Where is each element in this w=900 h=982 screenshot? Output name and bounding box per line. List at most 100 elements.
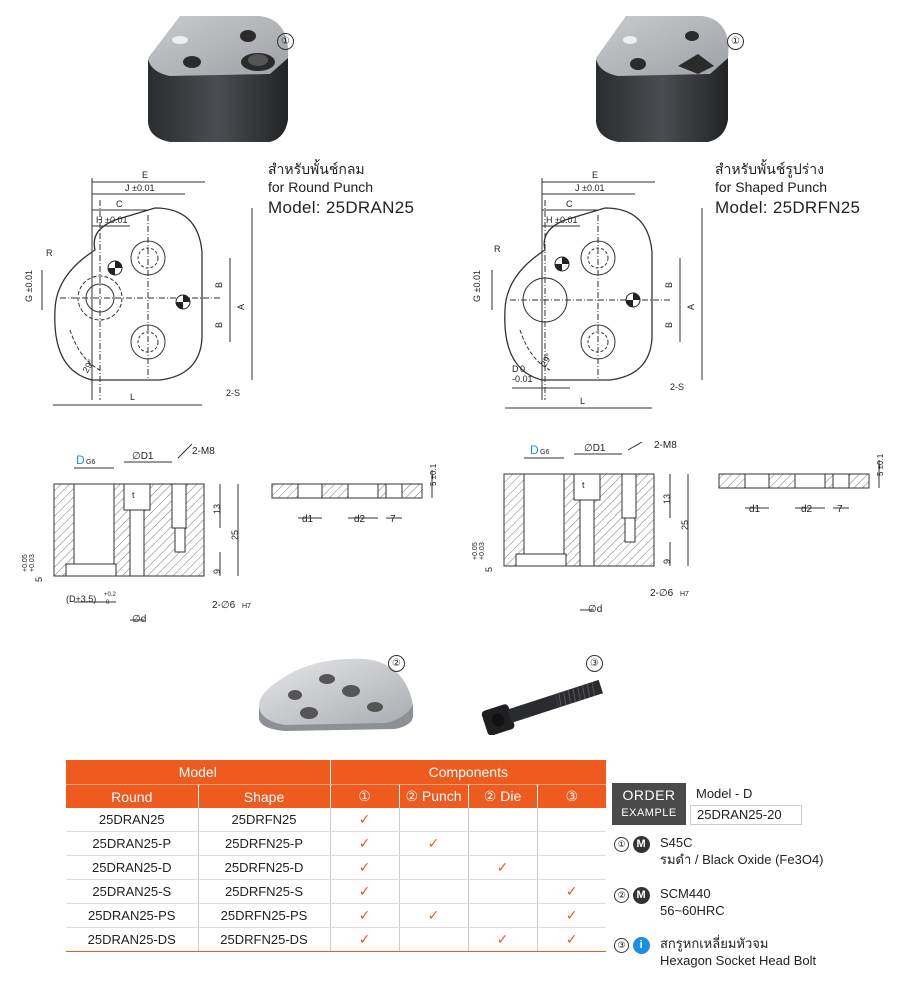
dim-G-r: G ±0.01 <box>472 270 482 302</box>
caption-shaped-th: สำหรับพั้นช์รูปร่าง <box>715 161 824 177</box>
material-3-line1: สกรูหกเหลี่ยมหัวจม <box>660 936 769 951</box>
dim-G6-r: G6 <box>540 449 549 456</box>
dim-7: 7 <box>390 514 396 525</box>
cell-round: 25DRAN25-P <box>66 831 199 856</box>
order-format: Model - D <box>696 786 753 801</box>
material-2: ② M SCM440 56~60HRC <box>614 885 725 918</box>
caption-round-en: for Round Punch <box>268 179 374 195</box>
dim-E-r: E <box>592 170 598 180</box>
dim-phid: ∅d <box>132 614 146 625</box>
dim-L-r: L <box>580 396 585 406</box>
order-example-label: ORDER EXAMPLE <box>612 783 686 825</box>
dim-angle-r: 29° <box>539 351 555 368</box>
dim-tol-top-r: +0.05 <box>472 542 479 560</box>
cell-c4: ✓ <box>537 903 607 928</box>
dim-G: G ±0.01 <box>24 270 34 302</box>
table-header-row-1: Model Components <box>66 760 607 785</box>
cell-round: 25DRAN25-D <box>66 855 199 880</box>
material-1-num: ① <box>614 837 629 852</box>
components-table: Model Components Round Shape ① ② Punch ②… <box>66 760 607 952</box>
cell-c2: ✓ <box>399 831 469 856</box>
dim-5-r: 5 <box>484 567 494 572</box>
check-icon: ✓ <box>427 907 440 923</box>
col-c4: ③ <box>537 784 607 808</box>
cell-c3 <box>468 879 538 904</box>
col-c2: ② Punch <box>399 784 469 808</box>
table-header-row-2: Round Shape ① ② Punch ② Die ③ <box>66 784 607 808</box>
bolt-image <box>481 679 603 735</box>
plate-section-round: d1 d2 7 5 ±0.1 <box>271 463 438 525</box>
dim-13: 13 <box>212 504 222 514</box>
dim-d1: d1 <box>302 514 314 525</box>
check-icon: ✓ <box>358 835 371 851</box>
material-2-line2: 56~60HRC <box>660 903 725 918</box>
dim-H7: H7 <box>242 603 251 610</box>
dim-d1-r: d1 <box>749 504 761 515</box>
cell-shape: 25DRFN25 <box>198 808 331 832</box>
dim-R: R <box>46 248 53 258</box>
dim-S: 2-S <box>226 388 240 398</box>
material-2-line1: SCM440 <box>660 886 711 901</box>
part-marker-2: ② <box>388 655 405 672</box>
part-marker-1-left: ① <box>277 33 294 50</box>
cell-round: 25DRAN25-PS <box>66 903 199 928</box>
cell-round: 25DRAN25-DS <box>66 927 199 952</box>
check-icon: ✓ <box>565 883 578 899</box>
order-example-value: 25DRAN25-20 <box>690 805 802 825</box>
dim-H-r: H ±0.01 <box>546 215 577 225</box>
dim-9: 9 <box>212 569 222 574</box>
header-model: Model <box>66 760 331 785</box>
dim-D-bot: -0.01 <box>512 374 533 384</box>
dim-L: L <box>130 392 135 402</box>
dim-cb-tol-top: +0.2 <box>104 592 117 598</box>
cell-shape: 25DRFN25-D <box>198 855 331 880</box>
holder-3d-shaped-image <box>596 16 729 142</box>
caption-round-th: สำหรับพั้นช์กลม <box>268 161 365 177</box>
material-1: ① M S45C รมดำ / Black Oxide (Fe3O4) <box>614 834 824 867</box>
dim-E: E <box>142 170 148 180</box>
dim-d2-r: d2 <box>801 504 813 515</box>
dim-5: 5 <box>34 577 44 582</box>
dim-pin: 2-∅6 <box>212 600 236 611</box>
dim-M8-r: 2-M8 <box>654 440 677 451</box>
cell-c4 <box>537 808 607 832</box>
plate-section-shaped: d1 d2 7 5 ±0.1 <box>718 453 885 515</box>
section-view-round: D G6 ∅D1 2-M8 t 13 25 9 +0.05 +0.03 5 (D… <box>22 443 251 625</box>
dim-H7-r: H7 <box>680 591 689 598</box>
section-view-shaped: D G6 ∅D1 2-M8 t 13 25 9 +0.05 +0.03 5 ∅d… <box>472 440 690 615</box>
material-badge-icon: M <box>632 887 650 904</box>
header-components: Components <box>330 760 607 785</box>
cell-c2: ✓ <box>399 903 469 928</box>
cell-c2 <box>399 808 469 832</box>
dim-D1-r: ∅D1 <box>584 443 606 454</box>
cell-c3 <box>468 808 538 832</box>
cell-c1: ✓ <box>330 831 400 856</box>
dim-plate-t-r: 5 ±0.1 <box>876 453 885 476</box>
caption-shaped-en: for Shaped Punch <box>715 179 828 195</box>
order-label-1: ORDER <box>622 787 676 803</box>
dim-D-blue-r: D <box>530 443 539 457</box>
dim-S-r: 2-S <box>670 382 684 392</box>
cell-shape: 25DRFN25-DS <box>198 927 331 952</box>
dim-B1-r: B <box>664 282 674 288</box>
plate-3d-image <box>258 658 414 731</box>
cell-round: 25DRAN25-S <box>66 879 199 904</box>
dim-25-r: 25 <box>680 520 690 530</box>
dim-d2: d2 <box>354 514 366 525</box>
cell-c3 <box>468 903 538 928</box>
check-icon: ✓ <box>496 859 509 875</box>
dim-D-top: 0 <box>520 364 525 374</box>
check-icon: ✓ <box>496 931 509 947</box>
dim-9-r: 9 <box>662 559 672 564</box>
dim-angle: 29° <box>81 357 97 374</box>
holder-3d-round-image <box>148 16 289 142</box>
material-badge-icon: M <box>632 836 650 853</box>
part-marker-1-right: ① <box>727 33 744 50</box>
check-icon: ✓ <box>358 907 371 923</box>
dim-tol-bot-r: +0.03 <box>479 542 486 560</box>
cell-c1: ✓ <box>330 879 400 904</box>
cell-c1: ✓ <box>330 903 400 928</box>
material-2-num: ② <box>614 888 629 903</box>
